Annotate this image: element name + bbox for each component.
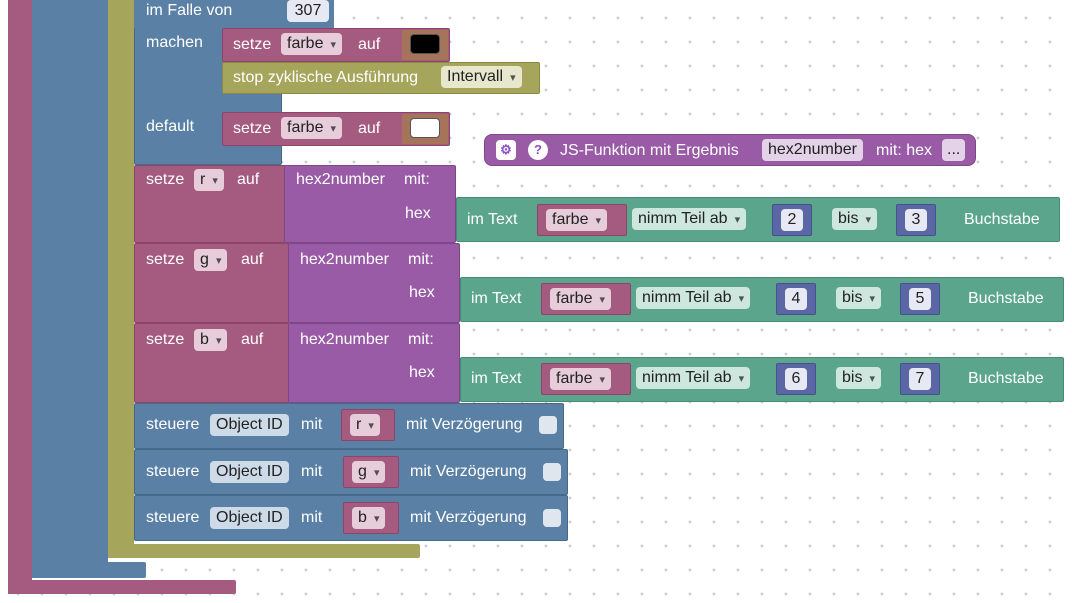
hex2number-r-label: hex2number	[296, 171, 385, 188]
js-function-label: JS-Funktion mit Ergebnis	[560, 142, 739, 159]
to-mode-r-dropdown[interactable]: bis	[832, 208, 878, 230]
color-swatch-black[interactable]	[410, 34, 440, 54]
to-mode-b-dropdown[interactable]: bis	[836, 367, 882, 389]
js-function-block[interactable]	[484, 134, 976, 166]
default-label: default	[146, 118, 195, 135]
hex2number-call-b[interactable]	[288, 323, 460, 403]
value-b-dropdown[interactable]: b	[352, 507, 386, 529]
control-r-label: steuere	[146, 416, 200, 433]
control-g-label: steuere	[146, 463, 200, 480]
hex2number-r-mit: mit:	[404, 171, 430, 188]
hex2number-g-label: hex2number	[300, 251, 389, 268]
from-r-field[interactable]: 2	[781, 209, 803, 231]
in-text-g-label: im Text	[471, 290, 522, 307]
function-name-field[interactable]: hex2number	[762, 139, 863, 161]
delay-b-label: mit Verzögerung	[410, 509, 527, 526]
hex2number-b-label: hex2number	[300, 331, 389, 348]
set-label-2: setze	[233, 120, 272, 137]
var-b-dropdown[interactable]: b	[194, 329, 228, 351]
help-icon[interactable]: ?	[528, 140, 548, 160]
outer-mauve-block-bottom[interactable]	[8, 580, 236, 594]
substring-op-b-dropdown[interactable]: nimm Teil ab	[636, 367, 751, 389]
case-value-field[interactable]: 307	[287, 0, 329, 22]
from-g-field[interactable]: 4	[785, 288, 807, 310]
hex2number-call-r[interactable]	[284, 165, 456, 243]
set-r-label: setze	[146, 171, 185, 188]
color-variable-dropdown-2[interactable]: farbe	[281, 117, 343, 139]
substring-op-g-dropdown[interactable]: nimm Teil ab	[636, 287, 751, 309]
var-r-dropdown[interactable]: r	[194, 169, 224, 191]
value-r-dropdown[interactable]: r	[350, 414, 380, 436]
set-g-label: setze	[146, 251, 185, 268]
substring-op-r-dropdown[interactable]: nimm Teil ab	[632, 208, 747, 230]
text-var-g-dropdown[interactable]: farbe	[550, 288, 612, 310]
letter-g-label: Buchstabe	[968, 290, 1044, 307]
hex-r-label: hex	[405, 205, 431, 222]
delay-g-checkbox[interactable]	[543, 463, 561, 481]
do-label: machen	[146, 34, 203, 51]
in-text-b-label: im Text	[471, 370, 522, 387]
text-var-r-dropdown[interactable]: farbe	[546, 209, 608, 231]
hex2number-b-mit: mit:	[408, 331, 434, 348]
control-g-with: mit	[301, 463, 323, 480]
control-b-with: mit	[301, 509, 323, 526]
set-b-label: setze	[146, 331, 185, 348]
delay-b-checkbox[interactable]	[543, 509, 561, 527]
object-id-r-field[interactable]: Object ID	[210, 414, 289, 436]
color-variable-dropdown[interactable]: farbe	[281, 33, 343, 55]
object-id-b-field[interactable]: Object ID	[210, 507, 289, 529]
function-more-button[interactable]: ...	[942, 139, 966, 161]
interval-variable-dropdown[interactable]: Intervall	[441, 66, 522, 88]
text-var-b-dropdown[interactable]: farbe	[550, 368, 612, 390]
outer-blue-block[interactable]	[32, 0, 108, 566]
to-label: auf	[358, 36, 381, 53]
hex-g-label: hex	[409, 284, 435, 301]
letter-b-label: Buchstabe	[968, 370, 1044, 387]
to-mode-g-dropdown[interactable]: bis	[836, 287, 882, 309]
value-g-dropdown[interactable]: g	[352, 461, 386, 483]
outer-olive-block-bottom[interactable]	[108, 544, 420, 558]
letter-r-label: Buchstabe	[964, 211, 1040, 228]
in-text-r-label: im Text	[467, 211, 518, 228]
set-g-to-label: auf	[241, 251, 264, 268]
case-label: im Falle von	[146, 2, 233, 19]
set-r-to-label: auf	[237, 171, 260, 188]
outer-blue-block-bottom[interactable]	[32, 562, 146, 578]
function-params-label: mit: hex	[876, 142, 933, 159]
stop-interval-label: stop zyklische Ausführung	[233, 69, 418, 86]
hex2number-g-mit: mit:	[408, 251, 434, 268]
hex-b-label: hex	[409, 364, 435, 381]
delay-r-label: mit Verzögerung	[406, 416, 523, 433]
control-b-label: steuere	[146, 509, 200, 526]
to-g-field[interactable]: 5	[909, 288, 931, 310]
from-b-field[interactable]: 6	[785, 368, 807, 390]
var-g-dropdown[interactable]: g	[194, 249, 228, 271]
set-b-to-label: auf	[241, 331, 264, 348]
to-label-2: auf	[358, 120, 381, 137]
delay-g-label: mit Verzögerung	[410, 463, 527, 480]
to-r-field[interactable]: 3	[905, 209, 927, 231]
delay-r-checkbox[interactable]	[539, 416, 557, 434]
color-swatch-white[interactable]	[410, 118, 440, 138]
gear-icon[interactable]: ⚙	[496, 140, 516, 160]
outer-olive-block[interactable]	[108, 0, 134, 558]
object-id-g-field[interactable]: Object ID	[210, 461, 289, 483]
hex2number-call-g[interactable]	[288, 243, 460, 323]
outer-mauve-block[interactable]	[8, 0, 32, 592]
control-r-with: mit	[301, 416, 323, 433]
to-b-field[interactable]: 7	[909, 368, 931, 390]
set-label: setze	[233, 36, 272, 53]
